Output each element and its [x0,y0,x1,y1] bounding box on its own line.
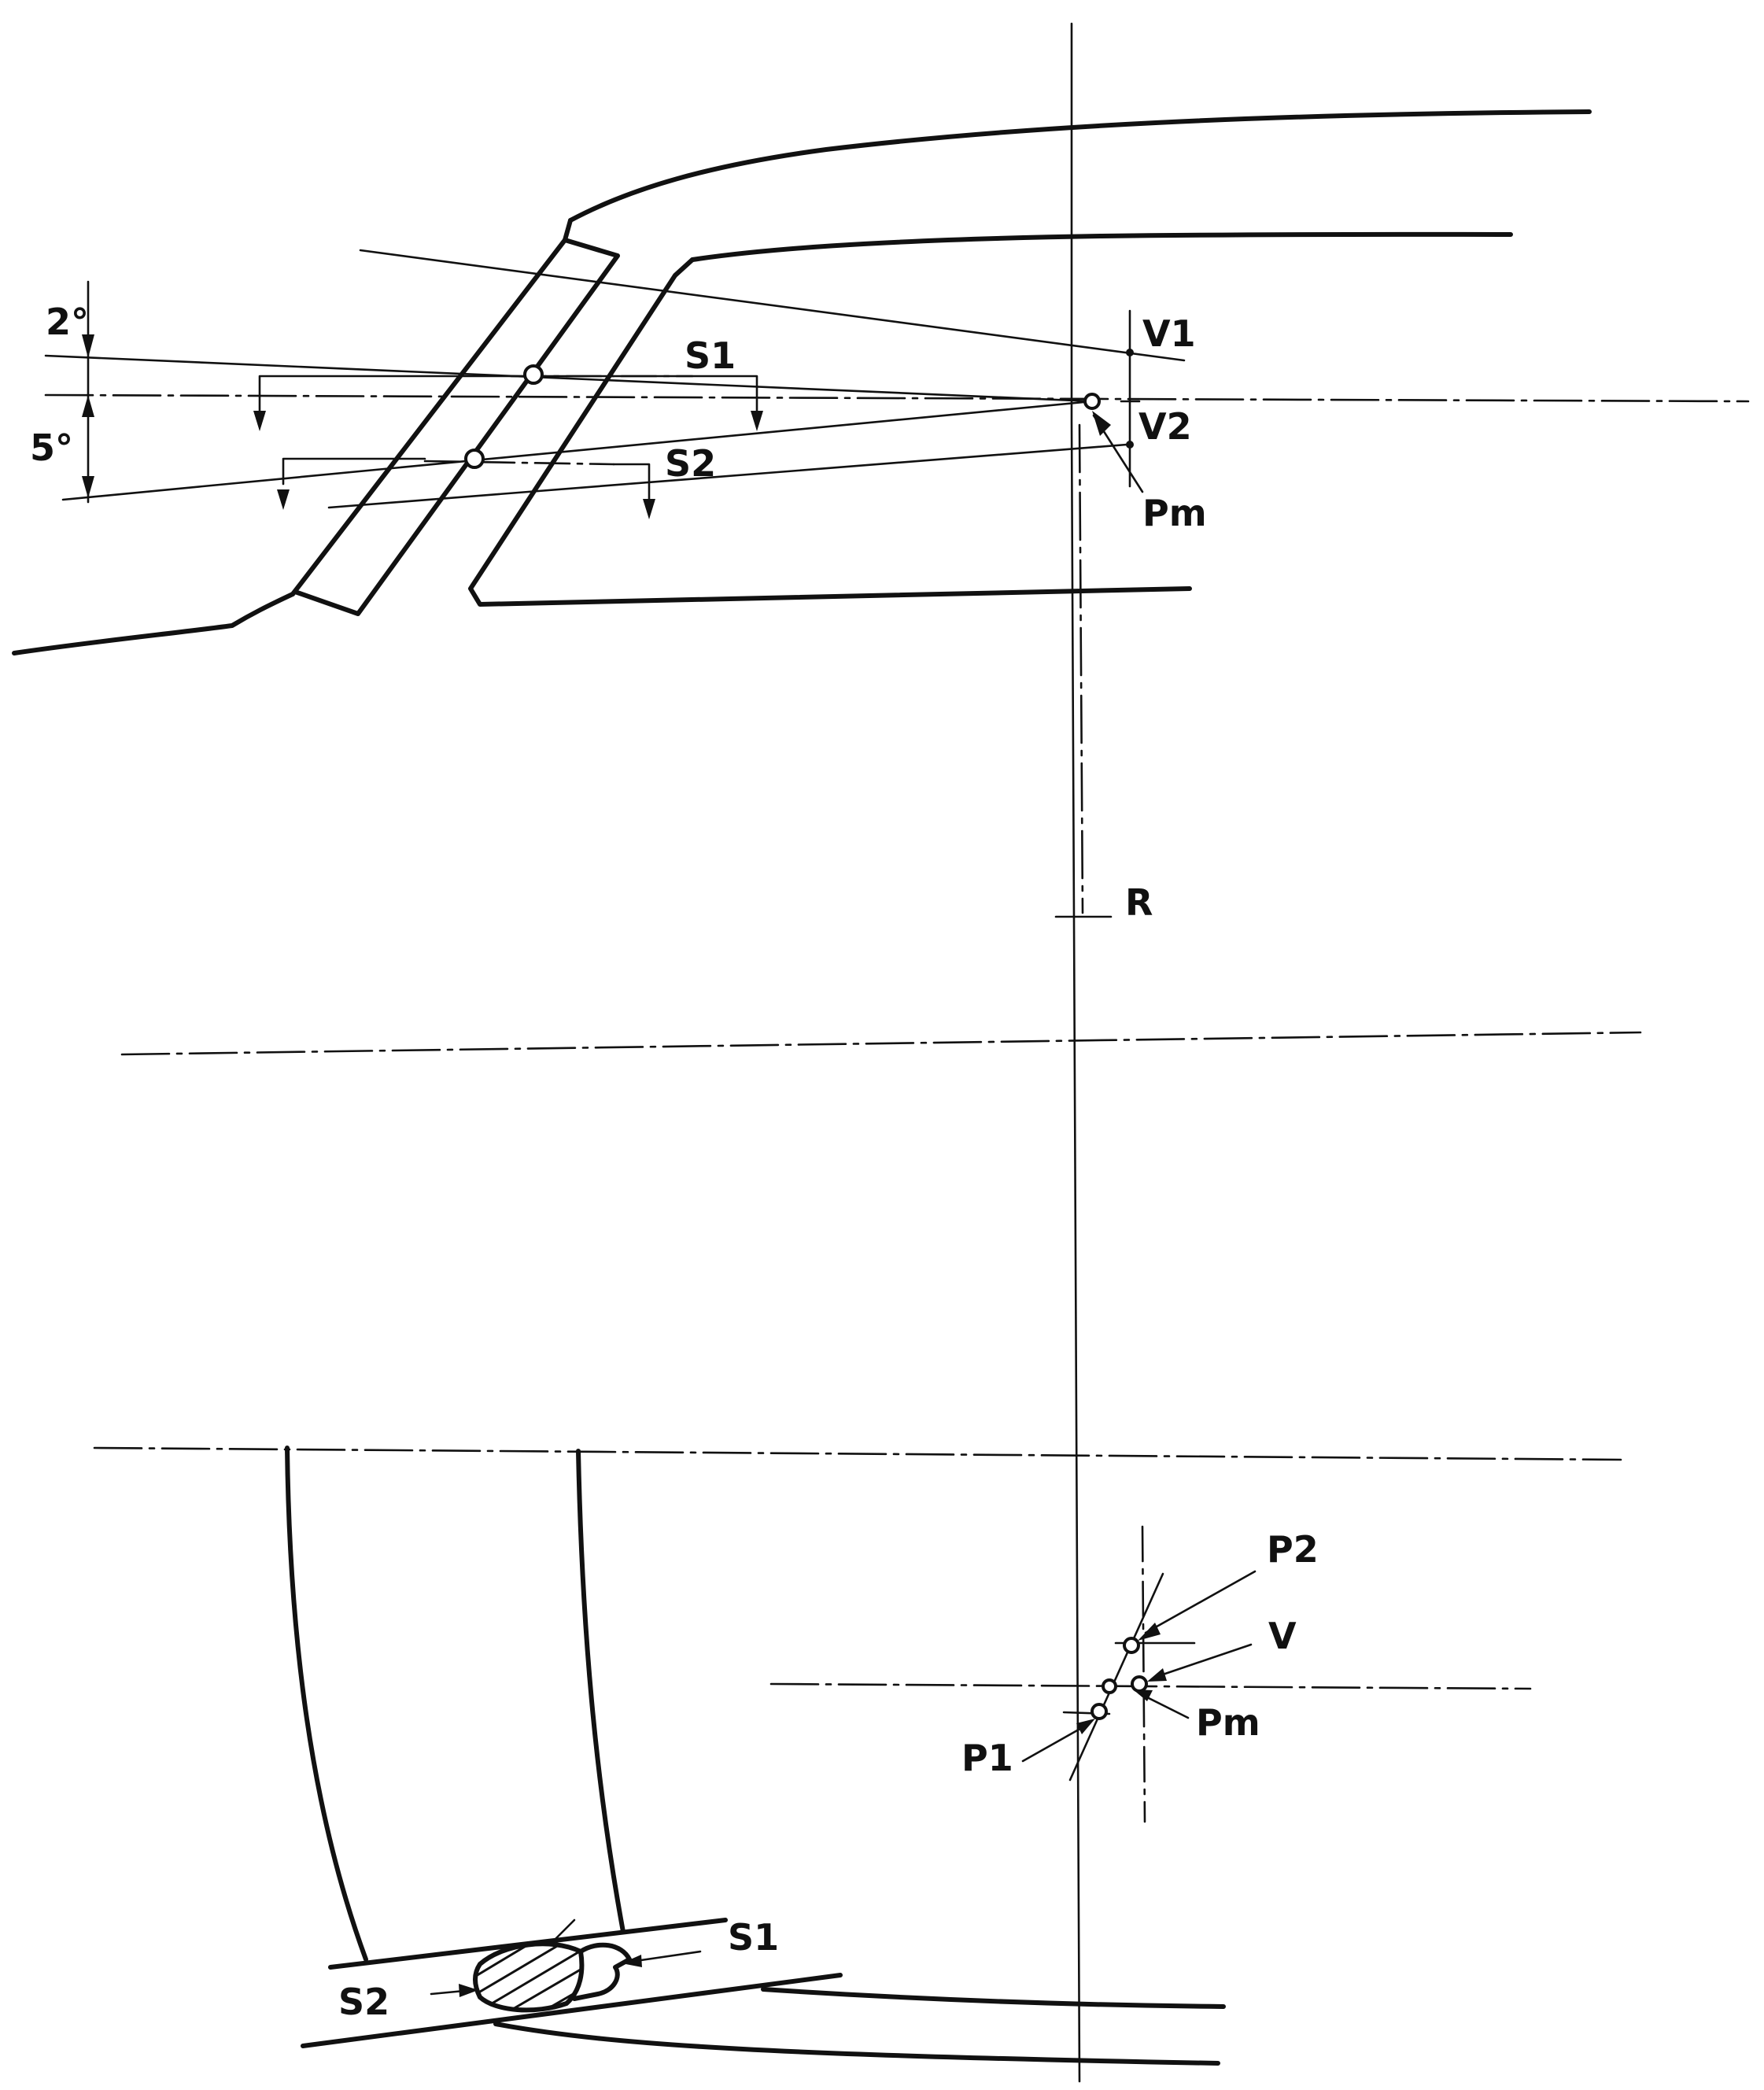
s1-plan-arrow [622,1955,642,1967]
section-marker-s2-dash [423,460,615,466]
section-marker-s2 [282,457,651,505]
s2-plan-arrow [459,1984,478,1997]
plan-sight-line [1068,1572,1164,1782]
body-outline-top [568,109,1592,223]
v-arrow [1147,1668,1167,1682]
vertical-axis-dashed-segment [1078,423,1084,914]
p2-leader [1144,1570,1257,1634]
vertical-axis [1070,22,1081,2083]
point-pm-side [1083,393,1101,410]
label-v: V [1268,1615,1297,1657]
label-r: R [1125,881,1153,924]
s1-arrow-right [751,411,763,431]
pm-plan-arrow [1133,1689,1153,1701]
p1-leader [1021,1725,1086,1763]
side-view: 2° 5° V1 V2 Pm S1 S2 [12,22,1750,2083]
label-p1: P1 [961,1737,1013,1779]
plan-horizontal-centre-line [769,1682,1532,1690]
s2-arrow-left [277,489,290,510]
label-pm-plan: Pm [1196,1701,1260,1744]
point-p1 [1091,1703,1108,1720]
label-s2-plan: S2 [338,1981,389,2023]
s2-arrow-right [643,499,655,519]
label-v1: V1 [1142,312,1196,355]
label-angle-5deg: 5° [30,426,73,469]
s2-plan-leader [430,1989,466,1996]
angle-arrow-5deg-bottom [82,476,94,498]
point-s1 [523,364,544,385]
plan-body-line-upper [761,1987,1226,2009]
point-v [1102,1678,1117,1694]
windscreen-frame-outer [293,218,620,616]
middle-centre-line-1 [120,1031,1642,1056]
plan-body-line-lower [493,2022,1220,2066]
v-leader [1157,1643,1253,1678]
sight-line-2deg [44,354,1094,403]
angle-arrow-2deg-bottom [82,395,94,417]
horizontal-reference-line [44,393,1750,403]
sight-line-5deg [61,400,1094,501]
point-s2 [464,449,485,469]
plan-view: S1 S2 P2 V Pm P1 [285,1446,1532,2066]
label-s1-side: S1 [685,334,736,377]
s1-arrow-left [253,411,266,431]
label-pm-side: Pm [1142,492,1207,534]
plan-vertical-dash-line [1141,1525,1146,1823]
section-band-lower [301,1973,843,2048]
pillar-right-line [576,1449,626,1934]
label-p2: P2 [1267,1528,1319,1571]
p2-arrow [1138,1623,1161,1641]
angle-arrow-2deg-top [82,334,94,358]
body-outline-inner [690,231,1513,262]
pm-arrow-side [1092,411,1111,436]
label-s1-plan: S1 [728,1916,779,1959]
body-outline-lower [12,592,295,655]
sight-line-upper [359,249,1186,362]
point-p2 [1123,1637,1140,1654]
label-s2-side: S2 [665,442,716,485]
middle-centre-line-2 [93,1446,1622,1461]
pillar-left-line [285,1446,368,1962]
point-pm-plan [1131,1675,1148,1693]
v1-tick [1126,349,1134,356]
s1-plan-leader [634,1950,702,1963]
label-v2: V2 [1138,405,1192,448]
windscreen-frame-right [468,257,1192,607]
reference-r: R [1054,881,1153,924]
section-profile-connector [553,1918,576,1941]
sight-line-v2 [327,443,1128,509]
p1-arrow [1076,1719,1095,1734]
windscreen-frame-left [290,238,567,596]
v2-tick [1126,441,1134,449]
label-angle-2deg: 2° [46,301,89,343]
